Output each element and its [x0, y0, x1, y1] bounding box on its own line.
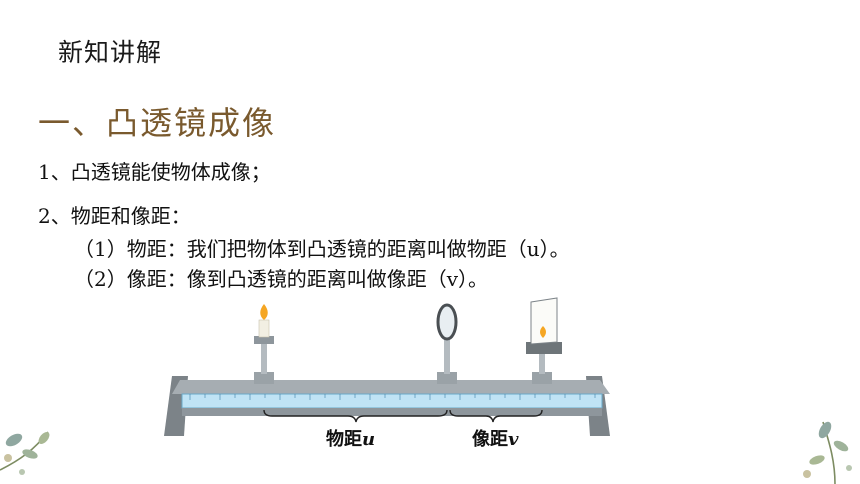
image-distance-brace [449, 409, 543, 423]
bench-rail-bottom [182, 408, 602, 416]
text-line-2: 2、物距和像距： [38, 204, 191, 228]
text-line-3: （1）物距：我们把物体到凸透镜的距离叫做物距（u）。 [74, 237, 570, 261]
light-screen [530, 297, 558, 345]
image-distance-label: 像距v [472, 429, 519, 450]
candle-post [261, 342, 267, 374]
slide-heading: 一、凸透镜成像 [38, 104, 277, 142]
lens-post [444, 340, 450, 374]
bench-ruler [181, 393, 603, 409]
convex-lens [436, 303, 458, 341]
ruler-ticks [189, 394, 596, 400]
optical-bench-illustration [164, 297, 610, 436]
candle-holder-base [254, 372, 274, 384]
floral-decoration-right [803, 421, 852, 484]
candle-cup [254, 336, 274, 344]
screen-post [539, 352, 545, 374]
bench-rail-top [172, 380, 610, 394]
text-line-4: （2）像距：像到凸透镜的距离叫做像距（v）。 [74, 267, 489, 291]
candle-flame [260, 304, 268, 320]
object-distance-label: 物距u [326, 429, 376, 450]
section-title: 新知讲解 [58, 38, 163, 67]
screen-holder-base [532, 372, 552, 384]
text-line-1: 1、凸透镜能使物体成像； [38, 160, 271, 184]
candle [258, 319, 270, 338]
screen-frame [526, 342, 562, 354]
lens-holder-base [437, 372, 457, 384]
floral-decoration-left [0, 431, 50, 475]
object-distance-brace [263, 409, 448, 423]
image-flame [540, 326, 546, 338]
